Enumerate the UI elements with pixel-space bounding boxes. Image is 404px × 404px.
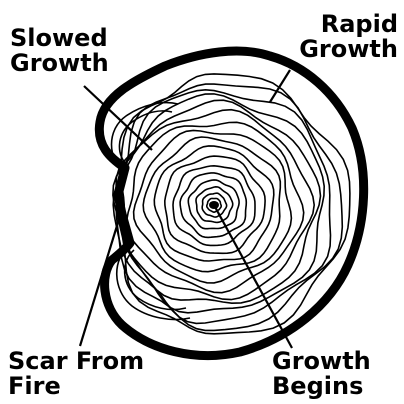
label-growth-begins-line2: Begins — [272, 374, 371, 399]
label-growth-begins: Growth Begins — [272, 349, 371, 399]
label-slowed-growth: Slowed Growth — [10, 26, 109, 76]
label-scar-from-fire-line1: Scar From — [8, 349, 144, 374]
label-scar-from-fire-line2: Fire — [8, 374, 144, 399]
label-slowed-growth-line2: Growth — [10, 51, 109, 76]
label-rapid-growth-line2: Growth — [299, 37, 398, 62]
label-rapid-growth-line1: Rapid — [299, 12, 398, 37]
label-rapid-growth: Rapid Growth — [299, 12, 398, 62]
label-growth-begins-line1: Growth — [272, 349, 371, 374]
label-scar-from-fire: Scar From Fire — [8, 349, 144, 399]
label-slowed-growth-line1: Slowed — [10, 26, 109, 51]
